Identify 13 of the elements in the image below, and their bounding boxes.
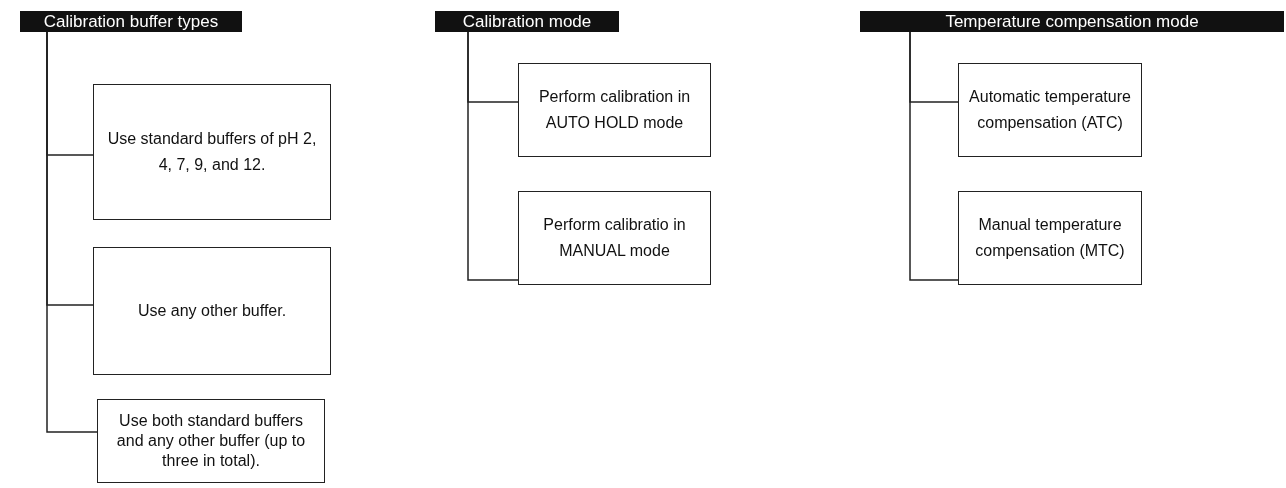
option-box: Use standard buffers of pH 2, 4, 7, 9, and 12. xyxy=(93,84,331,220)
option-box: Automatic temperature compensation (ATC) xyxy=(958,63,1142,157)
option-box: Use both standard buffers and any other buffer (up to three in total). xyxy=(97,399,325,483)
category-header: Calibration buffer types xyxy=(20,11,242,32)
tree-connector xyxy=(909,31,959,281)
tree-connector xyxy=(46,31,98,433)
option-box: Use any other buffer. xyxy=(93,247,331,375)
option-box: Perform calibratio in MANUAL mode xyxy=(518,191,711,285)
option-box: Perform calibration in AUTO HOLD mode xyxy=(518,63,711,157)
option-box: Manual temperature compensation (MTC) xyxy=(958,191,1142,285)
tree-connector xyxy=(467,31,519,281)
category-header: Calibration mode xyxy=(435,11,619,32)
category-header: Temperature compensation mode xyxy=(860,11,1284,32)
